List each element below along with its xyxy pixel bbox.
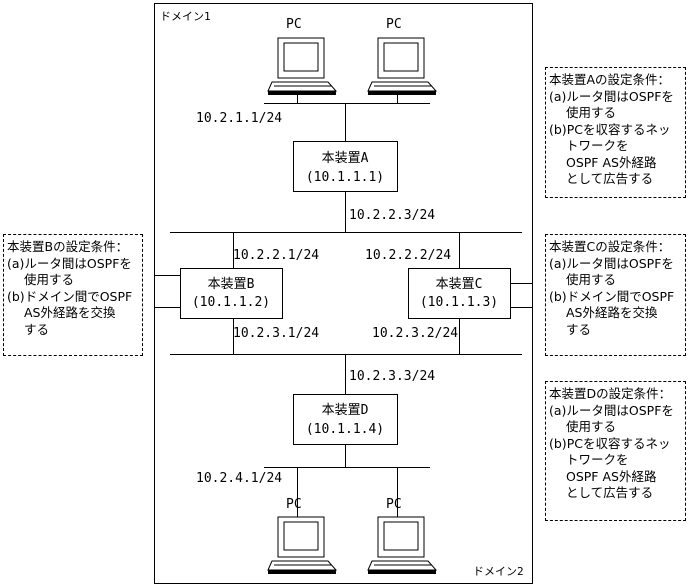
domain2-box	[154, 307, 533, 584]
note-c-line-3: (b)ドメイン間でOSPF	[549, 288, 675, 304]
pc-icon-bottom-right	[367, 516, 437, 575]
note-b-title: 本装置Bの設定条件：	[7, 239, 129, 254]
device-c-id: (10.1.1.3)	[420, 295, 498, 310]
device-b	[180, 268, 283, 319]
domain2-label: ドメイン2	[473, 565, 524, 578]
pc-label-bottom-left: PC	[286, 497, 302, 512]
device-d-name: 本装置D	[322, 403, 369, 418]
address-b-bottom: 10.2.3.1/24	[233, 326, 319, 341]
note-device-b: 本装置Bの設定条件： (a)ルータ間はOSPFを 使用する (b)ドメイン間でO…	[3, 234, 143, 356]
address-a-up: 10.2.2.3/24	[349, 208, 435, 223]
note-b-line-4: AS外経路を交換	[24, 305, 116, 320]
pc-label-top-right: PC	[386, 17, 402, 32]
pc-icon-bottom-left	[267, 516, 337, 575]
address-d-up: 10.2.3.3/24	[349, 369, 435, 384]
note-d-line-5: OSPF AS外経路	[566, 468, 657, 484]
note-b-line-3: (b)ドメイン間でOSPF	[7, 288, 133, 304]
note-device-a: 本装置Aの設定条件： (a)ルータ間はOSPFを 使用する (b)PCを収容する…	[545, 67, 686, 198]
note-d-line-3: (b)PCを収容するネッ	[549, 435, 671, 451]
device-d-id: (10.1.1.4)	[306, 422, 384, 437]
pc-icon-top-left	[267, 37, 337, 96]
address-c-bottom: 10.2.3.2/24	[372, 326, 458, 341]
pc-label-top-left: PC	[286, 17, 302, 32]
note-c-line-1: (a)ルータ間はOSPFを	[549, 255, 674, 271]
device-a	[293, 141, 398, 192]
device-b-id: (10.1.1.2)	[192, 295, 270, 310]
note-a-line-6: として広告する	[566, 171, 654, 186]
pc-icon-top-right	[367, 37, 437, 96]
note-d-title: 本装置Dの設定条件：	[549, 386, 672, 401]
note-d-line-2: 使用する	[566, 419, 617, 434]
device-c	[408, 268, 511, 319]
note-b-line-5: する	[24, 321, 50, 337]
note-a-line-1: (a)ルータ間はOSPFを	[549, 88, 674, 104]
note-device-c: 本装置Cの設定条件： (a)ルータ間はOSPFを 使用する (b)ドメイン間でO…	[545, 234, 686, 356]
note-c-title: 本装置Cの設定条件：	[549, 239, 671, 254]
device-b-name: 本装置B	[208, 277, 255, 292]
note-a-line-4: トワークを	[566, 138, 629, 153]
note-c-line-5: する	[566, 321, 592, 337]
note-b-line-2: 使用する	[24, 272, 75, 287]
pc-label-bottom-right: PC	[386, 497, 402, 512]
note-d-line-1: (a)ルータ間はOSPFを	[549, 402, 674, 418]
note-a-title: 本装置Aの設定条件：	[549, 72, 671, 87]
address-a-lan: 10.2.1.1/24	[196, 111, 282, 126]
device-d	[293, 394, 398, 445]
note-a-line-3: (b)PCを収容するネッ	[549, 121, 671, 137]
note-a-line-5: OSPF AS外経路	[566, 154, 657, 170]
address-d-lan: 10.2.4.1/24	[196, 471, 282, 486]
device-a-name: 本装置A	[322, 151, 369, 166]
device-c-name: 本装置C	[436, 277, 483, 292]
note-a-line-2: 使用する	[566, 105, 617, 120]
note-c-line-2: 使用する	[566, 272, 617, 287]
note-d-line-4: トワークを	[566, 452, 629, 467]
address-c-top: 10.2.2.2/24	[365, 248, 451, 263]
domain1-label: ドメイン1	[160, 10, 211, 23]
note-c-line-4: AS外経路を交換	[566, 305, 658, 320]
address-b-top: 10.2.2.1/24	[233, 248, 319, 263]
note-d-line-6: として広告する	[566, 485, 654, 500]
device-a-id: (10.1.1.1)	[306, 170, 384, 185]
note-b-line-1: (a)ルータ間はOSPFを	[7, 255, 132, 271]
note-device-d: 本装置Dの設定条件： (a)ルータ間はOSPFを 使用する (b)PCを収容する…	[545, 381, 686, 521]
